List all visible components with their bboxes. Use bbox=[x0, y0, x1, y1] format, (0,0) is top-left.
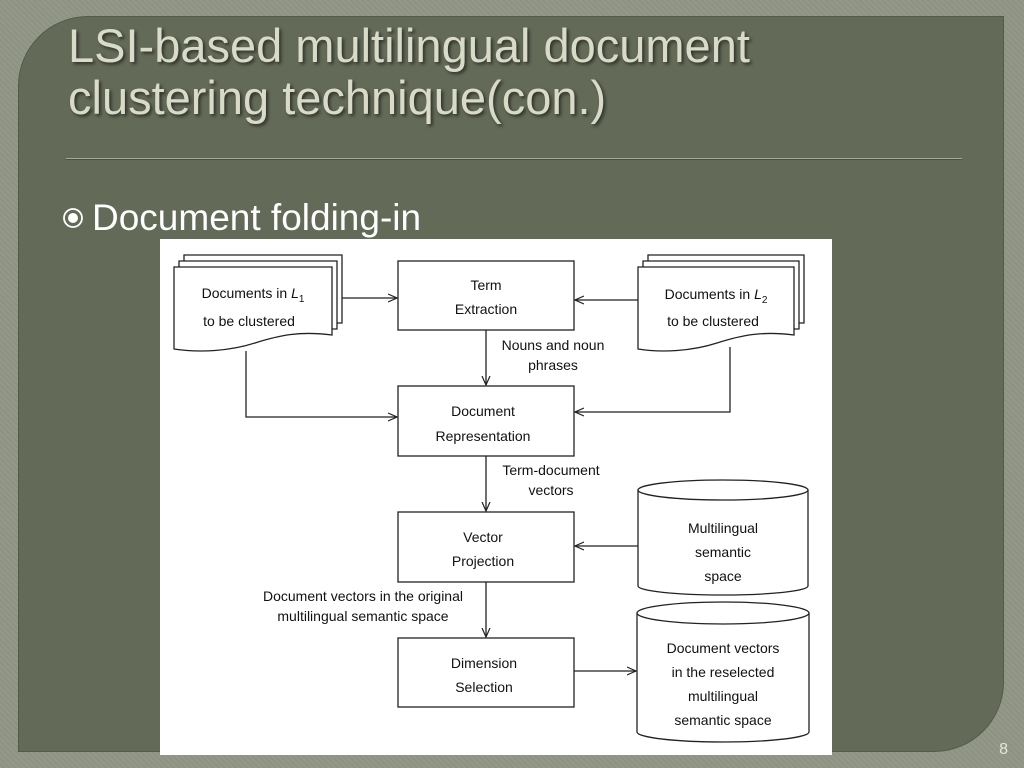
reselected-vectors-label-3: multilingual bbox=[688, 688, 758, 704]
bullet-item: Document folding-in bbox=[62, 196, 421, 240]
edge-label-doc-vectors-1: Document vectors in the original bbox=[263, 588, 463, 604]
document-representation-label-2: Representation bbox=[436, 428, 531, 444]
edge-label-term-document-2: vectors bbox=[528, 482, 573, 498]
vector-projection-label-2: Projection bbox=[452, 553, 514, 569]
dimension-selection-label-1: Dimension bbox=[451, 655, 517, 671]
documents-l1-node: Documents in L1 to be clustered bbox=[173, 254, 343, 352]
reselected-vectors-node: Document vectors in the reselected multi… bbox=[636, 601, 810, 743]
documents-l1-label-2: to be clustered bbox=[203, 313, 295, 329]
documents-l1-label: Documents in L1 bbox=[202, 285, 305, 305]
diagram-figure: Documents in L1 to be clustered Document… bbox=[160, 239, 832, 755]
edge-l1-to-document-representation bbox=[245, 351, 397, 417]
term-extraction-node: Term Extraction bbox=[397, 260, 575, 331]
slide-title: LSI-based multilingual document clusteri… bbox=[68, 20, 968, 124]
title-divider bbox=[66, 158, 962, 160]
edge-l2-to-document-representation bbox=[575, 347, 731, 412]
title-line-1: LSI-based multilingual document bbox=[68, 19, 750, 72]
vector-projection-node: Vector Projection bbox=[397, 511, 575, 583]
reselected-vectors-label-1: Document vectors bbox=[667, 640, 780, 656]
reselected-vectors-label-2: in the reselected bbox=[672, 664, 775, 680]
dimension-selection-node: Dimension Selection bbox=[397, 637, 575, 708]
edge-label-nouns-2: phrases bbox=[528, 357, 578, 373]
multilingual-space-node: Multilingual semantic space bbox=[637, 479, 809, 596]
dimension-selection-label-2: Selection bbox=[455, 679, 513, 695]
bullet-text: Document folding-in bbox=[92, 197, 422, 238]
multilingual-space-label-3: space bbox=[704, 568, 742, 584]
reselected-vectors-label-4: semantic space bbox=[674, 712, 771, 728]
edge-label-nouns-1: Nouns and noun bbox=[502, 337, 605, 353]
documents-l2-label: Documents in L2 bbox=[665, 286, 768, 306]
document-representation-label-1: Document bbox=[451, 403, 515, 419]
document-representation-node: Document Representation bbox=[397, 385, 575, 457]
flow-diagram: Documents in L1 to be clustered Document… bbox=[173, 254, 810, 743]
term-extraction-label-1: Term bbox=[470, 277, 501, 293]
documents-l2-node: Documents in L2 to be clustered bbox=[637, 254, 805, 352]
edge-label-doc-vectors-2: multilingual semantic space bbox=[277, 608, 448, 624]
vector-projection-label-1: Vector bbox=[463, 529, 503, 545]
edge-label-term-document-1: Term-document bbox=[502, 462, 599, 478]
multilingual-space-label-1: Multilingual bbox=[688, 520, 758, 536]
documents-l2-label-2: to be clustered bbox=[667, 313, 759, 329]
circle-bullet-icon bbox=[63, 208, 83, 228]
term-extraction-label-2: Extraction bbox=[455, 301, 517, 317]
multilingual-space-label-2: semantic bbox=[695, 544, 751, 560]
title-line-2: clustering technique(con.) bbox=[68, 71, 607, 124]
page-number: 8 bbox=[999, 741, 1008, 758]
